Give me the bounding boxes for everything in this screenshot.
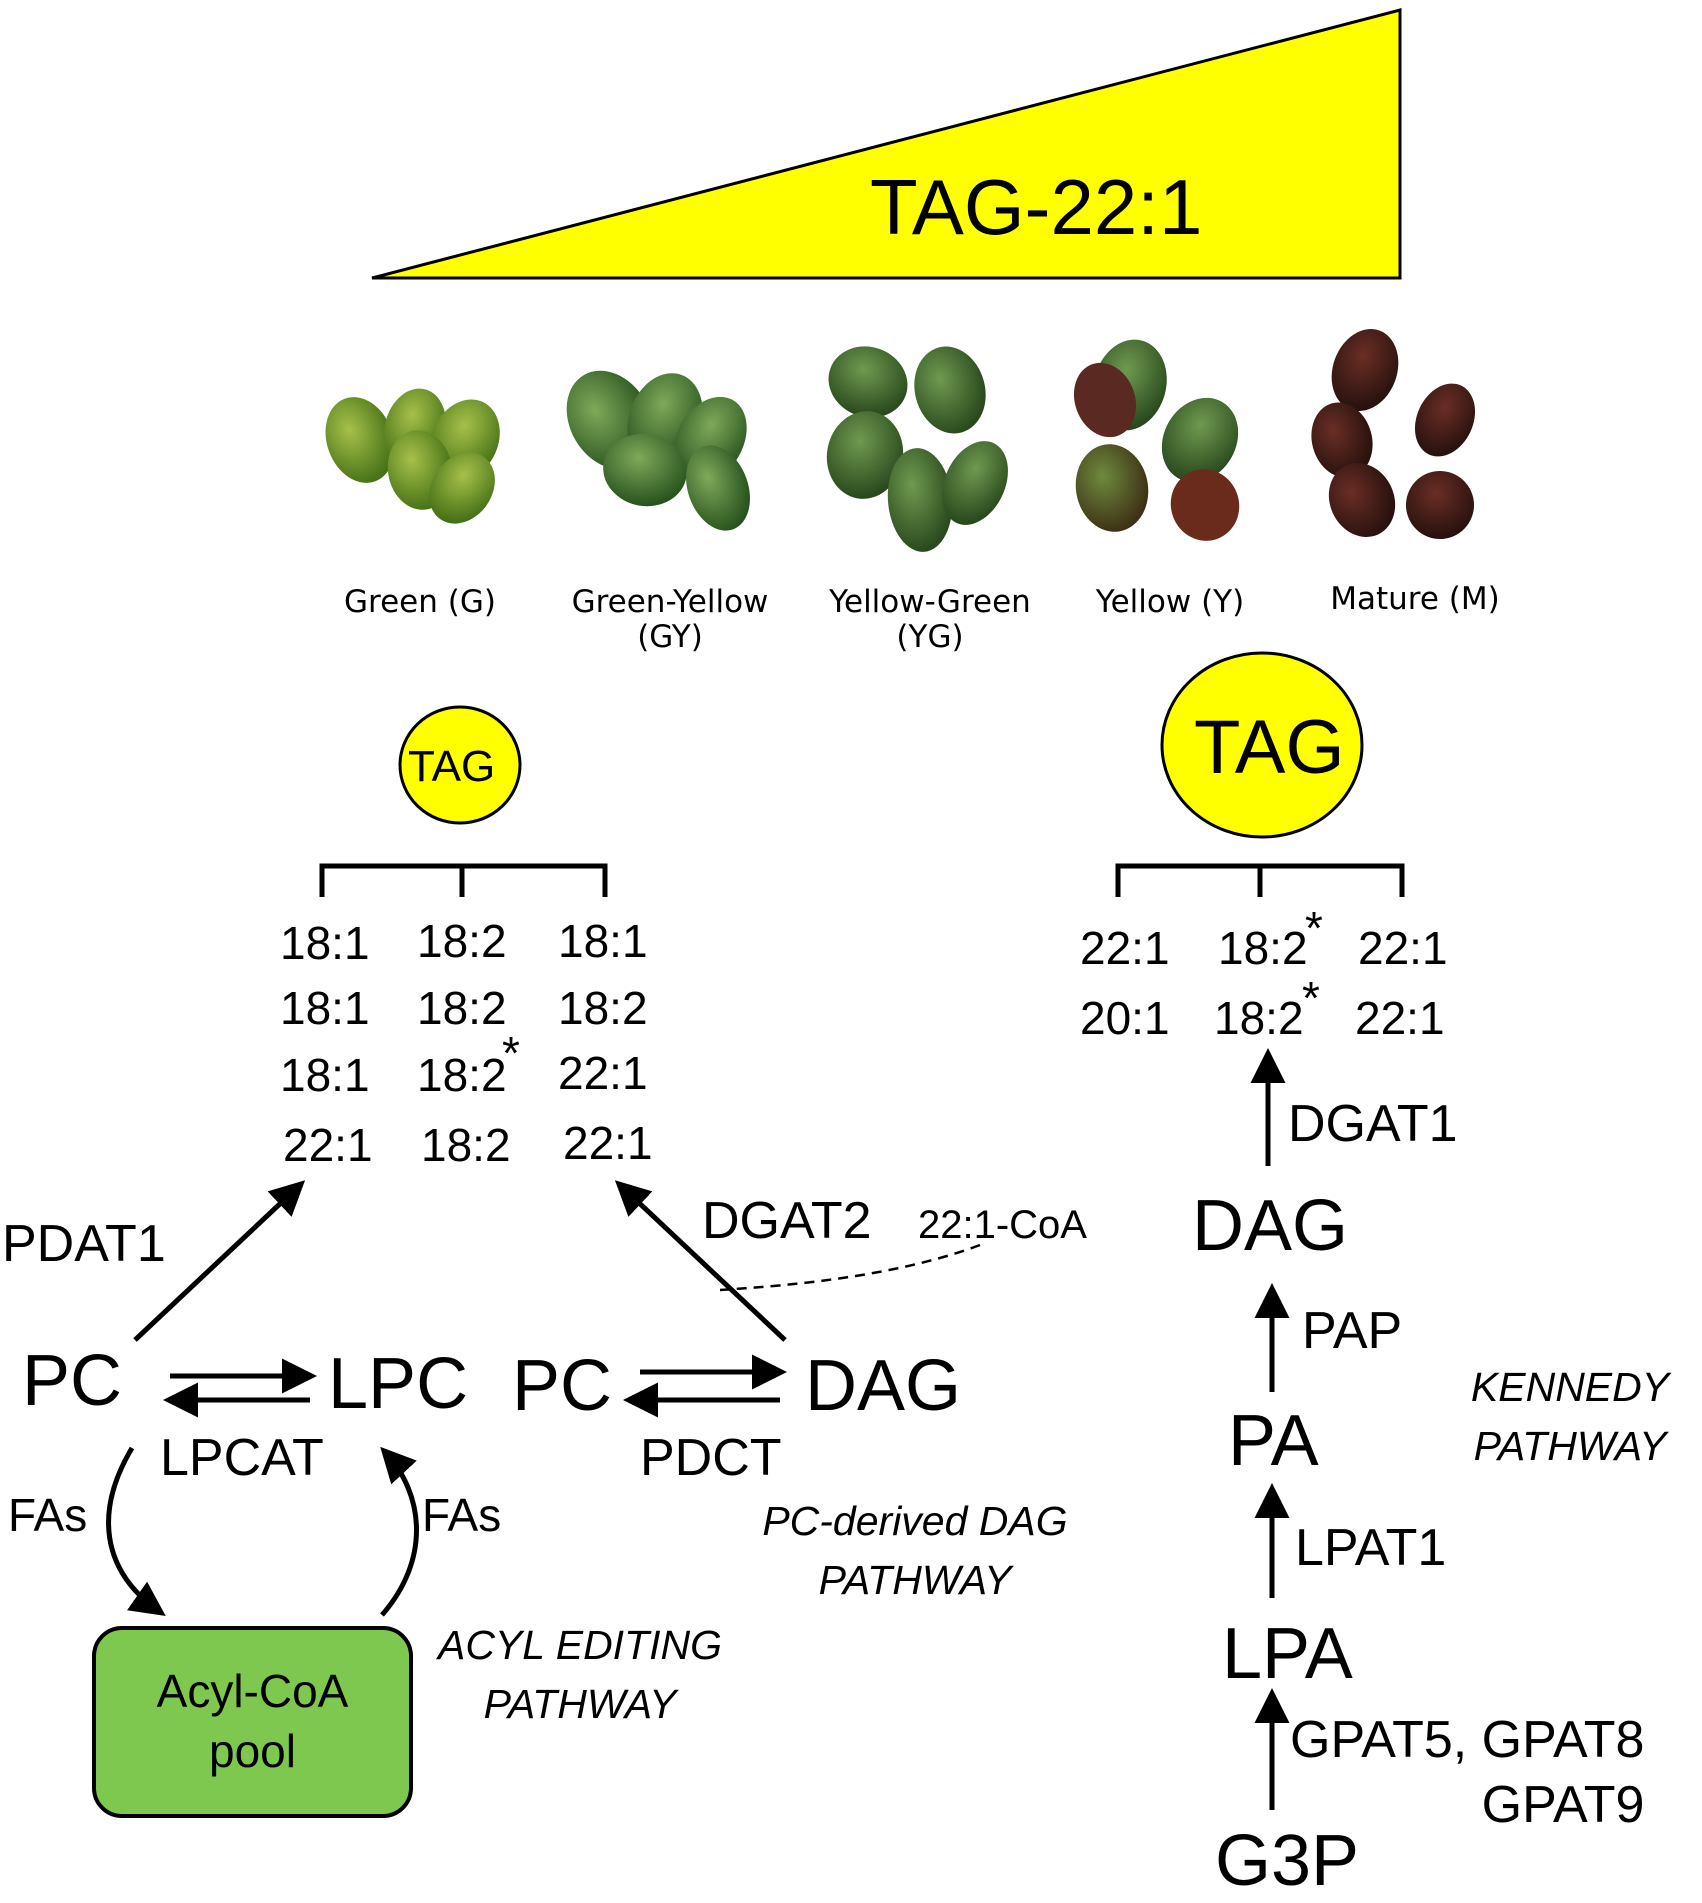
pc-derived-pathway-label: PC-derived DAG PATHWAY xyxy=(762,1498,1068,1604)
left-fa-r1-c1: 18:2 xyxy=(417,982,507,1034)
seed-image-green xyxy=(325,388,500,524)
right-tag-circle xyxy=(1160,651,1364,839)
kennedy-g3p-label: G3P xyxy=(1215,1821,1360,1901)
acyl-editing-lpc-label: LPC xyxy=(328,1344,469,1424)
left-fa-r0-c1: 18:2 xyxy=(417,915,507,967)
left-fa-r1-c0: 18:1 xyxy=(280,982,370,1034)
right-fa-r0-c0: 22:1 xyxy=(1080,922,1170,974)
left-fa-r2-c2: 22:1 xyxy=(558,1047,648,1099)
pdct-label: PDCT xyxy=(640,1429,782,1487)
acyl-editing-pathway-label: ACYL EDITING PATHWAY xyxy=(437,1622,723,1728)
kennedy-pa-label: PA xyxy=(1228,1401,1319,1481)
pdat1-label: PDAT1 xyxy=(2,1215,166,1273)
right-tag-bracket xyxy=(1115,863,1405,897)
stage-label-yellow: Yellow (Y) xyxy=(1095,584,1245,620)
left-fa-r3-c1: 18:2 xyxy=(421,1119,511,1171)
pdat1-arrow xyxy=(133,1180,306,1342)
left-fa-r3-c0: 22:1 xyxy=(283,1119,373,1171)
seed-image-yellow xyxy=(1073,339,1240,541)
right-fa-star-2: * xyxy=(1302,972,1320,1024)
dgat2-arrow xyxy=(614,1180,787,1342)
kennedy-dag-label: DAG xyxy=(1192,1186,1349,1266)
stage-label-yellow-green: Yellow-Green (YG) xyxy=(829,584,1031,655)
left-fa-r0-c2: 18:1 xyxy=(558,915,648,967)
left-fa-r2-c0: 18:1 xyxy=(280,1049,370,1101)
left-tag-bracket xyxy=(319,863,608,897)
left-fa-r2-c1: 18:2 xyxy=(417,1049,507,1101)
stage-label-mature: Mature (M) xyxy=(1330,581,1500,617)
pc-derived-dag-label: DAG xyxy=(805,1346,962,1426)
right-fa-r1-c1: 18:2 xyxy=(1214,992,1304,1044)
fas-right-curved-arrow xyxy=(380,1446,419,1617)
fas-left-label: FAs xyxy=(8,1489,88,1541)
left-tag-label: TAG xyxy=(408,742,496,791)
lpcat-label: LPCAT xyxy=(160,1429,324,1487)
right-fa-r0-c2: 22:1 xyxy=(1358,922,1448,974)
pap-label: PAP xyxy=(1302,1302,1403,1360)
seed-image-yellow-green xyxy=(826,346,1008,552)
left-fa-star: * xyxy=(502,1027,520,1079)
fas-right-label: FAs xyxy=(422,1489,502,1541)
cofactor-dashed-line xyxy=(719,1243,981,1292)
right-tag-label: TAG xyxy=(1194,705,1345,790)
right-fa-star-1: * xyxy=(1305,902,1323,954)
dgat2-label: DGAT2 xyxy=(702,1192,872,1250)
stage-label-green-yellow: Green-Yellow (GY) xyxy=(571,584,769,655)
pc-derived-pc-label: PC xyxy=(512,1346,613,1426)
tag-22-1-label: TAG-22:1 xyxy=(870,163,1203,251)
dgat1-label: DGAT1 xyxy=(1288,1095,1458,1153)
right-fa-r1-c2: 22:1 xyxy=(1355,992,1445,1044)
acyl-editing-pc-label: PC xyxy=(22,1341,123,1421)
seed-image-mature xyxy=(1311,329,1476,539)
tag-22-1-gradient-wedge xyxy=(371,8,1402,280)
acyl-coa-pool-box: Acyl-CoA pool xyxy=(92,1626,413,1818)
seed-image-green-yellow xyxy=(566,370,750,531)
left-fa-r3-c2: 22:1 xyxy=(563,1117,653,1169)
stage-label-green: Green (G) xyxy=(344,584,496,620)
fas-left-curved-arrow xyxy=(106,1446,166,1617)
left-fa-r0-c0: 18:1 xyxy=(280,917,370,969)
gpat-label: GPAT5, GPAT8 GPAT9 xyxy=(1290,1711,1645,1834)
kennedy-pathway-label: KENNEDY PATHWAY xyxy=(1470,1364,1670,1470)
cofactor-label: 22:1-CoA xyxy=(918,1203,1087,1247)
lpat1-label: LPAT1 xyxy=(1295,1519,1447,1577)
right-fa-r1-c0: 20:1 xyxy=(1080,992,1170,1044)
right-fa-r0-c1: 18:2 xyxy=(1218,922,1308,974)
left-fa-r1-c2: 18:2 xyxy=(558,982,648,1034)
kennedy-lpa-label: LPA xyxy=(1222,1614,1353,1694)
left-tag-circle xyxy=(398,705,522,825)
